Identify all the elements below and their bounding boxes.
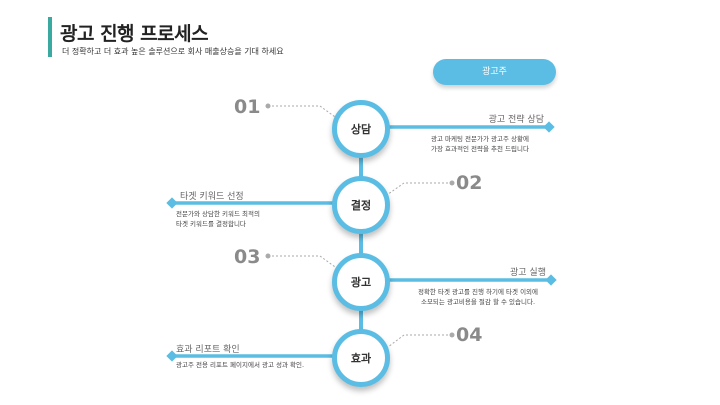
title-accent-bar (48, 17, 52, 57)
leader-dot-01 (265, 103, 271, 109)
step-heading-3: 광고 실행 (510, 268, 546, 278)
step-number-03: 03 (234, 246, 261, 268)
step-circle-effect: 효과 (332, 329, 390, 387)
step-name-3: 광고 (350, 276, 372, 289)
step-circle-advertise: 광고 (332, 253, 390, 311)
leader-01 (268, 105, 343, 123)
leader-dot-04 (449, 332, 455, 338)
step-desc-1-line-1: 광고 마케팅 전문가가 광고주 상황에 (431, 135, 529, 143)
step-desc-4: 광고주 전용 리포트 페이지에서 광고 성과 확인. (176, 360, 336, 370)
arm-end-diamond-4 (166, 350, 178, 362)
arm-end-diamond-1 (543, 121, 555, 133)
step-desc-3-line-2: 소모되는 광고비용을 절감 할 수 있습니다. (420, 298, 536, 306)
step-desc-2: 전문가와 상담한 키워드 최적의 타겟 키워드를 결정합니다 (176, 209, 336, 229)
step-desc-3-line-1: 정확한 타겟 광고를 진행 하기에 타겟 이외에 (417, 288, 539, 296)
step-desc-1-line-2: 가장 효과적인 전략을 추천 드립니다 (431, 145, 529, 153)
arm-end-diamond-2 (166, 197, 178, 209)
step-heading-4: 효과 리포트 확인 (176, 345, 240, 355)
page-title: 광고 진행 프로세스 (60, 23, 209, 45)
step-name-4: 효과 (350, 352, 372, 365)
step-name-1: 상담 (350, 123, 372, 136)
step-circle-decide: 결정 (332, 176, 390, 234)
step-circle-consult: 상담 (332, 100, 390, 158)
step-desc-2-line-2: 타겟 키워드를 결정합니다 (176, 220, 246, 228)
step-heading-2: 타겟 키워드 선정 (180, 192, 244, 202)
leader-02 (383, 182, 452, 198)
page-subtitle: 더 정확하고 더 효과 높은 솔루션으로 회사 매출상승을 기대 하세요 (62, 47, 284, 56)
step-number-04: 04 (456, 324, 483, 346)
leader-04 (383, 334, 452, 351)
leader-dot-02 (449, 180, 455, 186)
leader-03 (268, 255, 343, 273)
step-heading-1: 광고 전략 상담 (488, 115, 544, 125)
step-desc-3: 정확한 타겟 광고를 진행 하기에 타겟 이외에 소모되는 광고비용을 절감 할… (388, 287, 568, 307)
step-desc-4-line-1: 광고주 전용 리포트 페이지에서 광고 성과 확인. (176, 361, 305, 369)
leader-dot-03 (265, 253, 271, 259)
step-desc-1: 광고 마케팅 전문가가 광고주 상황에 가장 효과적인 전략을 추천 드립니다 (400, 134, 560, 154)
step-number-02: 02 (456, 172, 483, 194)
step-name-2: 결정 (350, 199, 372, 212)
step-number-01: 01 (234, 96, 261, 118)
step-desc-2-line-1: 전문가와 상담한 키워드 최적의 (176, 210, 260, 218)
arm-end-diamond-3 (545, 274, 557, 286)
advertiser-pill: 광고주 (433, 59, 556, 85)
